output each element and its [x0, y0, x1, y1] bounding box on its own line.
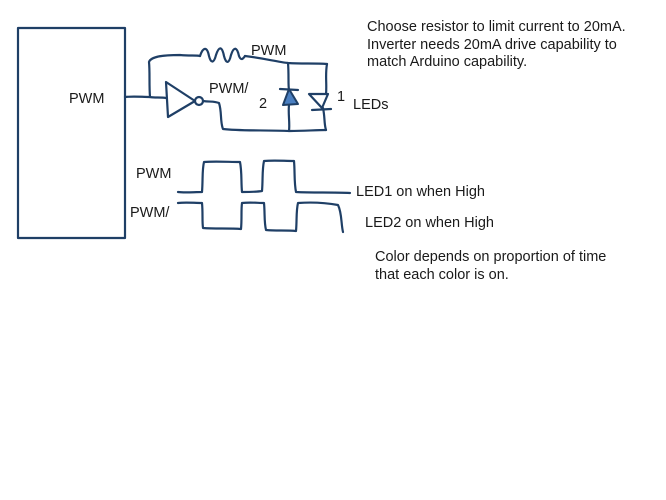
resistor-pwm-label: PWM	[251, 43, 286, 59]
note-line: Inverter needs 20mA drive capability to	[367, 36, 617, 53]
note-line: Choose resistor to limit current to 20mA…	[367, 19, 626, 35]
inverter-triangle	[164, 80, 197, 119]
note-line: that each color is on.	[375, 266, 509, 283]
resistor-inverter-note: Choose resistor to limit current to 20mA…	[367, 19, 663, 72]
led1-number: 1	[337, 89, 345, 105]
led2-on-label: LED2 on when High	[365, 215, 494, 231]
resistor-symbol	[198, 47, 247, 63]
led2-number: 2	[259, 96, 267, 112]
led1-on-label: LED1 on when High	[356, 184, 485, 200]
resistor-branch-wire	[147, 53, 202, 99]
led1-cathode-bar	[310, 107, 333, 112]
arduino-box	[16, 26, 127, 240]
led2-triangle	[282, 88, 299, 106]
pwm-bar-waveform	[176, 201, 345, 234]
led1-triangle	[307, 92, 330, 110]
note-line: Color depends on proportion of time	[375, 249, 607, 265]
color-proportion-note: Color depends on proportion of time that…	[375, 249, 655, 284]
pwm-waveform	[176, 159, 352, 195]
inverter-bubble	[193, 95, 205, 107]
leds-label: LEDs	[353, 97, 388, 113]
inverter-pwm-bar-label: PWM/	[209, 81, 249, 97]
inverter-input-wire	[148, 95, 168, 100]
wave-pwm-bar-label: PWM/	[130, 205, 170, 221]
note-line: match Arduino capability.	[367, 54, 528, 70]
inverter-output-wire	[201, 99, 328, 133]
arduino-pwm-label: PWM	[69, 91, 104, 107]
wave-pwm-label: PWM	[136, 166, 171, 182]
